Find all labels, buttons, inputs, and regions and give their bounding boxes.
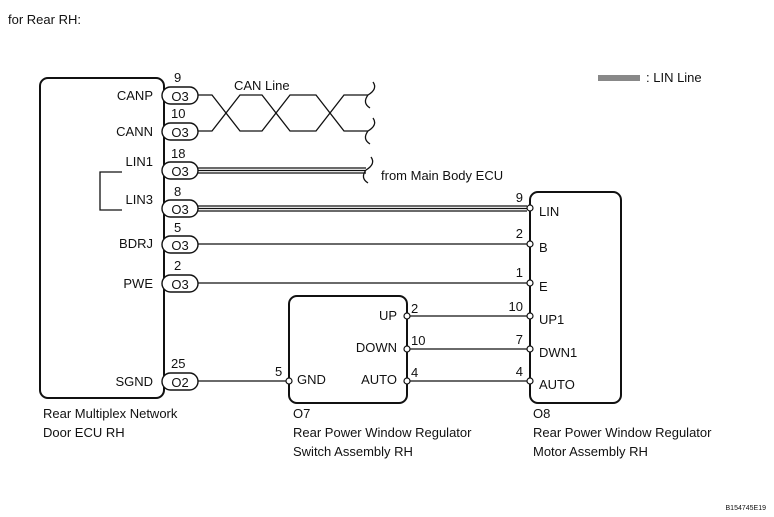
svg-text:O2: O2 <box>171 375 188 390</box>
switch-pin-number-auto: 4 <box>411 365 418 380</box>
pin-number-canp: 9 <box>174 70 181 85</box>
pin-number-cann: 10 <box>171 106 185 121</box>
switch-name-line1: Rear Power Window Regulator <box>293 425 472 440</box>
connector-canp: O3 <box>161 86 199 105</box>
motor-pin-auto <box>526 377 534 385</box>
switch-pin-label-auto: AUTO <box>361 372 397 387</box>
pin-number-pwe: 2 <box>174 258 181 273</box>
connector-bdrj: O3 <box>161 235 199 254</box>
ecu-pin-label-bdrj: BDRJ <box>119 236 153 251</box>
lin1-lin3-jumper <box>99 171 122 211</box>
motor-pin-number-e: 1 <box>516 265 523 280</box>
switch-pin-number-gnd: 5 <box>275 364 282 379</box>
motor-name-line2: Motor Assembly RH <box>533 444 648 459</box>
lin3-wire <box>198 205 527 212</box>
pin-number-lin1: 18 <box>171 146 185 161</box>
switch-pin-label-up: UP <box>379 308 397 323</box>
switch-pin-number-down: 10 <box>411 333 425 348</box>
motor-pin-lin <box>526 204 534 212</box>
connector-pwe: O3 <box>161 274 199 293</box>
switch-pin-number-up: 2 <box>411 301 418 316</box>
motor-pin-label-lin: LIN <box>539 204 559 219</box>
motor-pin-e <box>526 279 534 287</box>
switch-pin-gnd <box>285 377 293 385</box>
svg-text:O3: O3 <box>171 202 188 217</box>
motor-pin-up1 <box>526 312 534 320</box>
motor-pin-number-up1: 10 <box>509 299 523 314</box>
motor-pin-number-b: 2 <box>516 226 523 241</box>
diagram-title: for Rear RH: <box>8 12 81 27</box>
connector-lin1: O3 <box>161 161 199 180</box>
motor-pin-label-b: B <box>539 240 548 255</box>
pin-number-bdrj: 5 <box>174 220 181 235</box>
switch-pin-label-gnd: GND <box>297 372 326 387</box>
motor-pin-number-lin: 9 <box>516 190 523 205</box>
lin-line-legend: : LIN Line <box>598 70 702 85</box>
motor-box <box>529 191 622 404</box>
ecu-pin-label-lin3: LIN3 <box>126 192 153 207</box>
motor-pin-label-dwn1: DWN1 <box>539 345 577 360</box>
from-main-body-ecu-label: from Main Body ECU <box>381 168 503 183</box>
motor-pin-number-dwn1: 7 <box>516 332 523 347</box>
switch-name-line2: Switch Assembly RH <box>293 444 413 459</box>
legend-label: : LIN Line <box>646 70 702 85</box>
ecu-pin-label-lin1: LIN1 <box>126 154 153 169</box>
connector-lin3: O3 <box>161 199 199 218</box>
svg-text:O3: O3 <box>171 277 188 292</box>
motor-pin-label-auto: AUTO <box>539 377 575 392</box>
can-twisted-pair <box>198 81 376 145</box>
ecu-name-line1: Rear Multiplex Network <box>43 406 178 421</box>
connector-cann: O3 <box>161 122 199 141</box>
ecu-pin-label-sgnd: SGND <box>115 374 153 389</box>
ecu-name-line2: Door ECU RH <box>43 425 125 440</box>
svg-text:O3: O3 <box>171 238 188 253</box>
ecu-pin-label-cann: CANN <box>116 124 153 139</box>
switch-code: O7 <box>293 406 310 421</box>
svg-text:O3: O3 <box>171 89 188 104</box>
motor-pin-dwn1 <box>526 345 534 353</box>
motor-pin-label-e: E <box>539 279 548 294</box>
motor-pin-label-up1: UP1 <box>539 312 564 327</box>
ecu-pin-label-canp: CANP <box>117 88 153 103</box>
ecu-pin-label-pwe: PWE <box>123 276 153 291</box>
motor-name-line1: Rear Power Window Regulator <box>533 425 712 440</box>
motor-pin-number-auto: 4 <box>516 364 523 379</box>
switch-pin-label-down: DOWN <box>356 340 397 355</box>
switch-pin-down <box>403 345 411 353</box>
switch-pin-auto <box>403 377 411 385</box>
pin-number-lin3: 8 <box>174 184 181 199</box>
switch-pin-up <box>403 312 411 320</box>
pin-number-sgnd: 25 <box>171 356 185 371</box>
lin1-wire <box>198 156 374 184</box>
figure-code: B154745E19 <box>726 505 767 512</box>
motor-code: O8 <box>533 406 550 421</box>
svg-text:O3: O3 <box>171 164 188 179</box>
motor-pin-b <box>526 240 534 248</box>
connector-sgnd: O2 <box>161 372 199 391</box>
svg-text:O3: O3 <box>171 125 188 140</box>
can-line-label: CAN Line <box>234 78 290 93</box>
